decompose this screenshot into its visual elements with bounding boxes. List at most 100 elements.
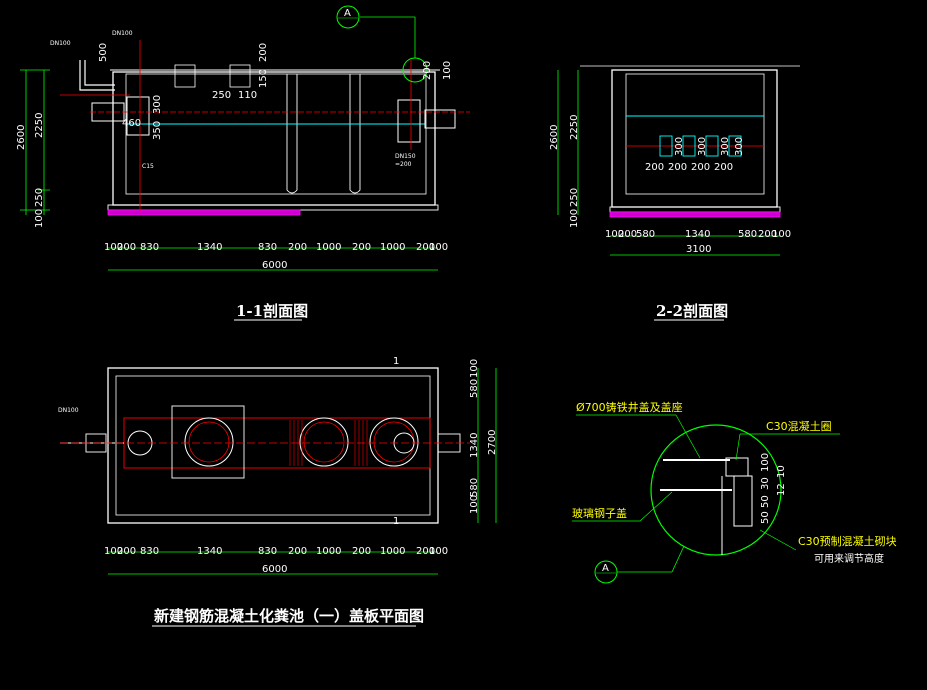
bdp-8: 1000 bbox=[380, 546, 405, 557]
bd11-5: 200 bbox=[288, 242, 307, 253]
tank-inner-1-1 bbox=[125, 73, 427, 195]
tee-fitting-1-1 bbox=[126, 96, 150, 136]
detail-dim-50b: 50 bbox=[760, 511, 771, 524]
dim22-100: 100 bbox=[569, 209, 580, 228]
hole-lbl-3: 300 bbox=[720, 137, 731, 156]
hole-2-2-2 bbox=[682, 135, 696, 157]
bd11-2: 830 bbox=[140, 242, 159, 253]
manhole-neck-2 bbox=[229, 64, 251, 88]
dim22-2250: 2250 bbox=[569, 115, 580, 140]
callout-letter-top: A bbox=[344, 8, 351, 19]
top-label-200: 200 bbox=[258, 43, 269, 62]
callout-letter-bottom: A bbox=[602, 563, 609, 574]
bottom-dims-2-2: 100 200 580 1340 580 200 100 bbox=[605, 229, 791, 240]
gap-lbl-3: 200 bbox=[691, 162, 710, 173]
hole-lbl-4: 300 bbox=[734, 137, 745, 156]
detail-label-block: C30预制混凝土砌块 bbox=[798, 534, 897, 548]
hole-2-2-4 bbox=[728, 135, 742, 157]
label-500: 500 bbox=[98, 43, 109, 62]
bdp-9: 200 bbox=[416, 546, 435, 557]
title-2-2: 2-2剖面图 bbox=[656, 302, 728, 320]
bdp-3: 1340 bbox=[197, 546, 222, 557]
gap-lbl-2: 200 bbox=[668, 162, 687, 173]
bdp-10: 100 bbox=[429, 546, 448, 557]
bd11-6: 1000 bbox=[316, 242, 341, 253]
title-1-1: 1-1剖面图 bbox=[236, 302, 308, 320]
bd22-0: 100 bbox=[605, 229, 624, 240]
dim22-2600: 2600 bbox=[549, 125, 560, 150]
plan-outer bbox=[107, 367, 439, 524]
detail-dim-30: 30 bbox=[760, 477, 771, 490]
pr-100a: 100 bbox=[469, 359, 480, 378]
bd11-0: 100 bbox=[104, 242, 123, 253]
holes-2-2: 300 300 300 300 200 200 200 200 bbox=[645, 135, 745, 173]
plan-inner bbox=[115, 375, 431, 516]
title-plan: 新建钢筋混凝土化粪池（一）盖板平面图 bbox=[154, 607, 424, 625]
bottom-dims-plan: 100 200 830 1340 830 200 1000 200 1000 2… bbox=[104, 546, 448, 557]
hole-2-2-3 bbox=[705, 135, 719, 157]
plan-view: DN100 1 1 580 100 1340 100 580 2700 100 … bbox=[58, 356, 498, 627]
top-label-250: 250 bbox=[212, 90, 231, 101]
bd22-4: 580 bbox=[738, 229, 757, 240]
plan-square bbox=[171, 405, 245, 479]
outlet-tee-1-1 bbox=[397, 99, 421, 143]
leader-glass-b bbox=[639, 491, 673, 522]
bedding-1-1 bbox=[107, 209, 301, 216]
leader-ring-b bbox=[735, 433, 741, 461]
bd11-4: 830 bbox=[258, 242, 277, 253]
overall-width-plan: 6000 bbox=[262, 564, 287, 575]
top-label-110: 110 bbox=[238, 90, 257, 101]
hole-lbl-2: 300 bbox=[697, 137, 708, 156]
label-dn150: DN150 bbox=[395, 153, 416, 160]
pr-100b: 100 bbox=[469, 495, 480, 514]
leader-block bbox=[759, 529, 797, 551]
overall-width-1-1: 6000 bbox=[262, 260, 287, 271]
base-slab-2-2 bbox=[609, 206, 781, 213]
detail-label-ring: C30混凝土圈 bbox=[766, 419, 832, 433]
pr-1340: 1340 bbox=[469, 433, 480, 458]
dim-250: 250 bbox=[34, 188, 45, 207]
label-eq200: =200 bbox=[395, 161, 412, 168]
section-1-1: A 2600 2250 250 100 200 250 110 150 200 … bbox=[16, 5, 470, 321]
bedding-2-2 bbox=[609, 211, 781, 218]
tank-inner-2-2 bbox=[625, 73, 765, 195]
partition-walls-1-1 bbox=[286, 74, 361, 194]
detail-a: 100 30 50 50 10 12 Ø700铸铁井盖及盖座 C30混凝土圈 玻… bbox=[572, 400, 897, 584]
pr-2700: 2700 bbox=[487, 430, 498, 455]
detail-dim-10: 10 bbox=[776, 465, 787, 478]
detail-label-glass: 玻璃钢子盖 bbox=[572, 506, 627, 520]
detail-circle bbox=[650, 424, 782, 556]
bd22-3: 1340 bbox=[685, 229, 710, 240]
bdp-5: 200 bbox=[288, 546, 307, 557]
plan-manhole-2-inner bbox=[303, 421, 345, 463]
manhole-neck-1 bbox=[174, 64, 196, 88]
label-300: 300 bbox=[152, 95, 163, 114]
leader-manhole-b bbox=[675, 414, 701, 459]
top-label-100b: 100 bbox=[442, 61, 453, 80]
tank-outline-2-2 bbox=[611, 69, 778, 208]
detail-label-manhole: Ø700铸铁井盖及盖座 bbox=[576, 400, 683, 414]
bdp-6: 1000 bbox=[316, 546, 341, 557]
top-label-200b: 200 bbox=[422, 61, 433, 80]
detail-label-block2: 可用来调节高度 bbox=[814, 552, 884, 565]
bdp-4: 830 bbox=[258, 546, 277, 557]
gap-lbl-4: 200 bbox=[714, 162, 733, 173]
hole-lbl-1: 300 bbox=[674, 137, 685, 156]
dim-100: 100 bbox=[34, 209, 45, 228]
label-460: 460 bbox=[122, 118, 141, 129]
bd11-10: 100 bbox=[429, 242, 448, 253]
dim-2600: 2600 bbox=[16, 125, 27, 150]
detail-dim-50a: 50 bbox=[760, 495, 771, 508]
callout-leader-bottom-b bbox=[671, 545, 685, 573]
section-2-2: 300 300 300 300 200 200 200 200 2600 225… bbox=[549, 65, 800, 321]
overall-width-2-2: 3100 bbox=[686, 244, 711, 255]
bottom-dims-1-1: 100 200 830 1340 830 200 1000 200 1000 2… bbox=[104, 242, 448, 253]
gap-lbl-1: 200 bbox=[645, 162, 664, 173]
pr-580a: 580 bbox=[469, 379, 480, 398]
pr-580b: 580 bbox=[469, 478, 480, 497]
bd11-1: 200 bbox=[117, 242, 136, 253]
bd11-9: 200 bbox=[416, 242, 435, 253]
bd22-1: 200 bbox=[618, 229, 637, 240]
bd11-3: 1340 bbox=[197, 242, 222, 253]
